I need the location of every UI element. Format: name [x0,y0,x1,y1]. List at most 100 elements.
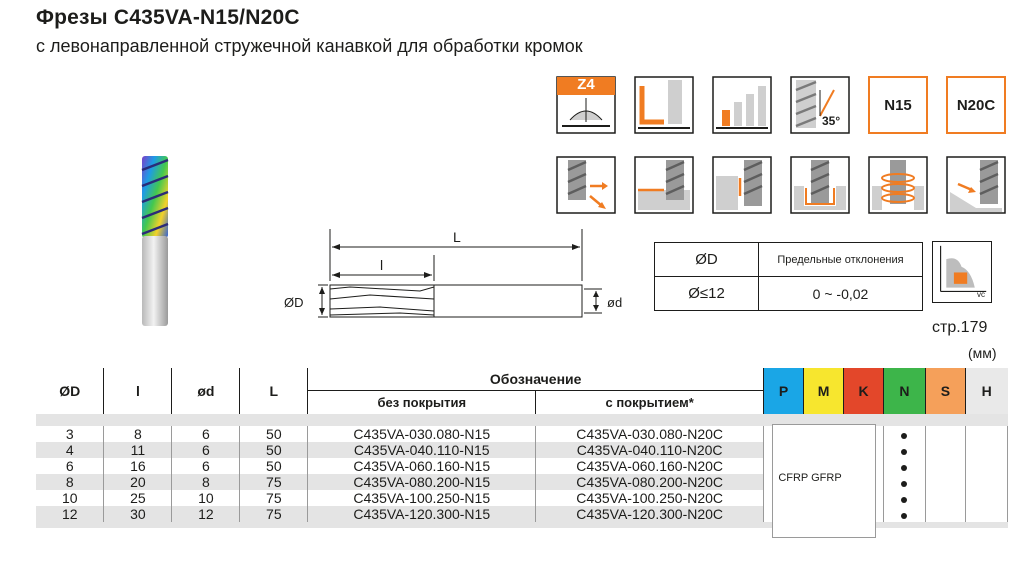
bars-icon [712,76,772,134]
cell-coated: C435VA-040.110-N20C [535,442,765,458]
iso-p: P [763,368,805,414]
cell-uncoated: C435VA-120.300-N15 [307,506,537,522]
material-group-box: CFRP GFRP [772,424,876,538]
cell-D: 3 [36,426,105,442]
iso-k: K [843,368,884,414]
page-subtitle: с левонаправленной стружечной канавкой д… [36,36,583,56]
cell-D: 8 [36,474,105,490]
iso-cell-n [882,442,926,458]
iso-cell-h [964,426,1009,442]
tool-drawing: L l ØD ød [270,225,640,335]
cell-uncoated: C435VA-080.200-N15 [307,474,537,490]
iso-cell-s [924,442,966,458]
cell-d: 6 [171,458,241,474]
helical-interp-icon [868,156,928,214]
edge-milling-icon [634,76,694,134]
col-L: L [239,368,309,414]
cell-l: 11 [103,442,173,458]
iso-cell-n [882,458,926,474]
cell-L: 75 [239,474,309,490]
cell-d: 10 [171,490,241,506]
iso-cell-h [964,490,1009,506]
col-designation: Обозначение [307,368,765,391]
col-coated: с покрытием* [535,390,765,414]
page-title: Фрезы C435VA-N15/N20C [36,6,300,29]
helix-angle-icon: 35° [790,76,850,134]
iso-h: H [965,368,1008,414]
cell-L: 50 [239,426,309,442]
tolerance-header-d: ØD [654,242,759,277]
shoulder-milling-icon [634,156,694,214]
cell-d: 8 [171,474,241,490]
dim-d-label: ød [607,295,623,310]
iso-n: N [883,368,926,414]
cell-l: 20 [103,474,173,490]
slot-side-icon [712,156,772,214]
units-label: (мм) [968,345,997,361]
coating-n20c-icon: N20C [946,76,1006,134]
cell-D: 4 [36,442,105,458]
cell-l: 25 [103,490,173,506]
iso-cell-s [924,506,966,522]
suitability-dot [901,481,908,487]
cell-L: 75 [239,490,309,506]
cell-L: 75 [239,506,309,522]
cell-l: 8 [103,426,173,442]
page-reference: стр.179 [932,319,988,336]
suitability-dot [901,433,908,439]
iso-cell-n [882,490,926,506]
cell-coated: C435VA-060.160-N20C [535,458,765,474]
dim-D-label: ØD [284,295,304,310]
cell-L: 50 [239,442,309,458]
suitability-dot [901,465,908,471]
cell-d: 6 [171,442,241,458]
cell-coated: C435VA-100.250-N20C [535,490,765,506]
suitability-dot [901,497,908,503]
cell-uncoated: C435VA-100.250-N15 [307,490,537,506]
suitability-dot [901,449,908,455]
iso-cell-n [882,474,926,490]
cell-D: 10 [36,490,105,506]
cell-coated: C435VA-120.300-N20C [535,506,765,522]
pocket-icon [790,156,850,214]
coating-n15-icon: N15 [868,76,928,134]
tolerance-value-dev: 0 ~ -0,02 [758,276,923,311]
col-D: ØD [36,368,105,414]
z4-icon: Z4 [556,76,616,134]
iso-cell-s [924,490,966,506]
cutting-speed-icon: vc [932,241,992,303]
iso-cell-h [964,506,1009,522]
tolerance-value-d: Ø≤12 [654,276,759,311]
vc-label: vc [977,290,985,299]
iso-cell-n [882,506,926,522]
iso-cell-n [882,426,926,442]
dim-l-label: l [380,257,384,273]
cell-L: 50 [239,458,309,474]
cell-coated: C435VA-080.200-N20C [535,474,765,490]
col-l: l [103,368,173,414]
cell-l: 16 [103,458,173,474]
iso-cell-s [924,474,966,490]
cell-coated: C435VA-030.080-N20C [535,426,765,442]
iso-cell-s [924,426,966,442]
col-d: ød [171,368,241,414]
tolerance-header-dev: Предельные отклонения [758,242,923,277]
dim-L-label: L [453,229,461,245]
iso-cell-h [964,458,1009,474]
cell-d: 12 [171,506,241,522]
cell-uncoated: C435VA-040.110-N15 [307,442,537,458]
suitability-dot [901,513,908,519]
ramping-icon [946,156,1006,214]
cell-D: 12 [36,506,105,522]
iso-cell-h [964,474,1009,490]
side-feed-icon [556,156,616,214]
cell-uncoated: C435VA-060.160-N15 [307,458,537,474]
iso-cell-s [924,458,966,474]
material-label: CFRP GFRP [778,472,842,484]
col-uncoated: без покрытия [307,390,537,414]
tolerance-table: ØD Предельные отклонения Ø≤12 0 ~ -0,02 [654,242,923,311]
cell-uncoated: C435VA-030.080-N15 [307,426,537,442]
cell-l: 30 [103,506,173,522]
